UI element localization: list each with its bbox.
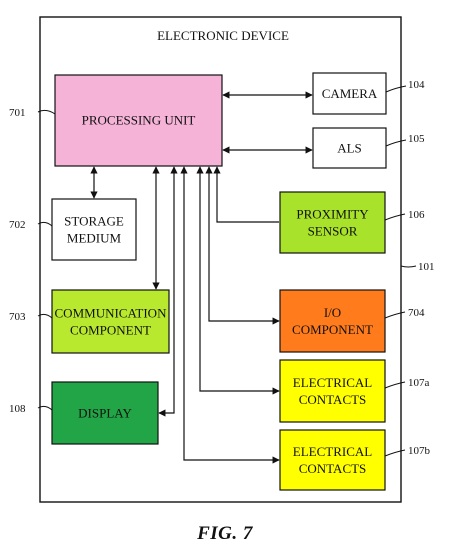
ref-108: 108 [9,403,26,415]
proximity-sensor-label-line: PROXIMITY [296,207,369,222]
leader-703 [37,313,53,319]
electrical-contacts-b-block [279,429,386,491]
ref-105: 105 [408,133,425,145]
leader-704 [384,311,406,319]
electrical-contacts-b-label-line: CONTACTS [299,461,367,476]
leader-107a [384,381,406,389]
storage-medium-label: STORAGE MEDIUM [64,214,124,246]
proximity-sensor-label-line: SENSOR [308,224,358,239]
display-label-line: DISPLAY [78,406,132,421]
processing-unit-label-line: PROCESSING UNIT [82,113,196,128]
leader-701 [37,109,56,115]
storage-medium-label-line: STORAGE [64,214,124,229]
ref-703: 703 [9,311,26,323]
ref-702: 702 [9,219,26,231]
ref-107a: 107a [408,377,430,389]
io-component-label-line: COMPONENT [292,322,373,337]
leader-101 [400,265,417,268]
io-component-label-line: I/O [324,305,341,320]
device-title: ELECTRONIC DEVICE [157,28,289,43]
communication-component-label-line: COMMUNICATION [55,306,168,321]
electrical-contacts-b-label-line: ELECTRICAL [293,444,372,459]
leader-107b [384,449,406,457]
ref-701: 701 [9,107,26,119]
storage-medium-block [51,198,137,261]
ref-704: 704 [408,307,425,319]
proximity-sensor-block [279,191,386,254]
processing-unit-block [54,74,223,167]
als-block [312,127,387,169]
communication-component-label-line: COMPONENT [70,323,151,338]
electrical-contacts-a-label-line: ELECTRICAL [293,375,372,390]
figure-caption: FIG. 7 [197,523,253,544]
communication-component-label: COMMUNICATION COMPONENT [55,306,168,338]
connector-pu-contacts-b [180,166,280,464]
electrical-contacts-a-block [279,359,386,423]
proximity-sensor-label: PROXIMITY SENSOR [296,207,369,239]
connector-pu-proximity [213,166,279,223]
electrical-contacts-a-label: ELECTRICAL CONTACTS [293,375,372,407]
ref-106: 106 [408,209,425,221]
camera-block [312,72,387,115]
ref-101: 101 [418,261,435,273]
io-component-block [279,289,386,353]
als-label: ALS [337,141,362,156]
display-label: DISPLAY [78,406,132,421]
leader-104 [385,85,407,93]
display-block [51,381,159,445]
camera-label: CAMERA [322,86,378,101]
device-frame [39,16,402,503]
io-component-label: I/O COMPONENT [292,305,373,337]
ref-107b: 107b [408,445,431,457]
als-label-line: ALS [337,141,362,156]
ref-104: 104 [408,79,425,91]
connector-pu-display [158,166,178,417]
connector-pu-contacts-a [196,166,280,395]
leader-108 [37,405,53,411]
processing-unit-label: PROCESSING UNIT [82,113,196,128]
communication-component-block [51,289,170,354]
storage-medium-label-line: MEDIUM [67,231,122,246]
connector-pu-io [205,166,280,325]
leader-702 [37,221,53,227]
electrical-contacts-b-label: ELECTRICAL CONTACTS [293,444,372,476]
leader-105 [385,139,407,147]
camera-label-line: CAMERA [322,86,378,101]
electrical-contacts-a-label-line: CONTACTS [299,392,367,407]
leader-106 [384,213,406,221]
